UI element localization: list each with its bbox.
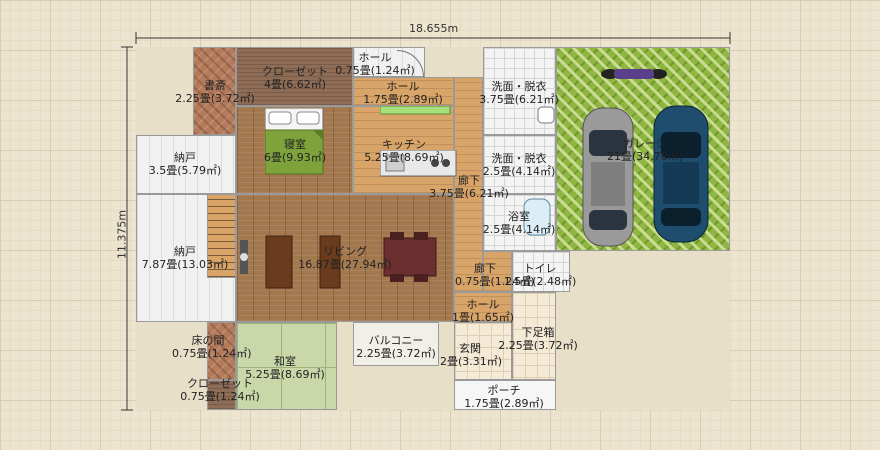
room-genkan[interactable] — [454, 322, 512, 380]
room-tokonoma[interactable] — [207, 322, 236, 380]
room-rouka2[interactable] — [483, 251, 512, 292]
room-rouka[interactable] — [454, 77, 483, 292]
width-dimension-label: 18.655m — [409, 22, 459, 35]
car-silver — [582, 107, 634, 247]
room-shosai[interactable] — [193, 47, 236, 135]
kitchen-island — [380, 150, 457, 177]
washbasin — [537, 106, 555, 124]
room-closet-top[interactable] — [236, 47, 353, 106]
kitchen-counter — [380, 106, 451, 115]
room-closet-bottom[interactable] — [207, 380, 236, 410]
room-living[interactable] — [236, 194, 454, 322]
motorbike — [601, 69, 667, 79]
room-hall-mid[interactable] — [454, 292, 512, 322]
room-shitabako[interactable] — [512, 292, 556, 380]
sofa-table — [265, 235, 341, 289]
bathtub — [523, 198, 551, 236]
room-washitsu[interactable] — [236, 322, 337, 410]
stairs[interactable] — [207, 194, 236, 278]
height-dimension-label: 11.375m — [115, 209, 129, 260]
dining-table — [383, 232, 437, 282]
room-balcony[interactable] — [353, 322, 439, 366]
car-blue — [653, 105, 709, 243]
room-toilet[interactable] — [512, 251, 570, 292]
room-senmen2[interactable] — [483, 135, 556, 194]
room-nando1[interactable] — [136, 135, 236, 194]
bed — [265, 108, 324, 175]
tv-unit — [240, 240, 248, 274]
room-porch[interactable] — [454, 380, 556, 410]
